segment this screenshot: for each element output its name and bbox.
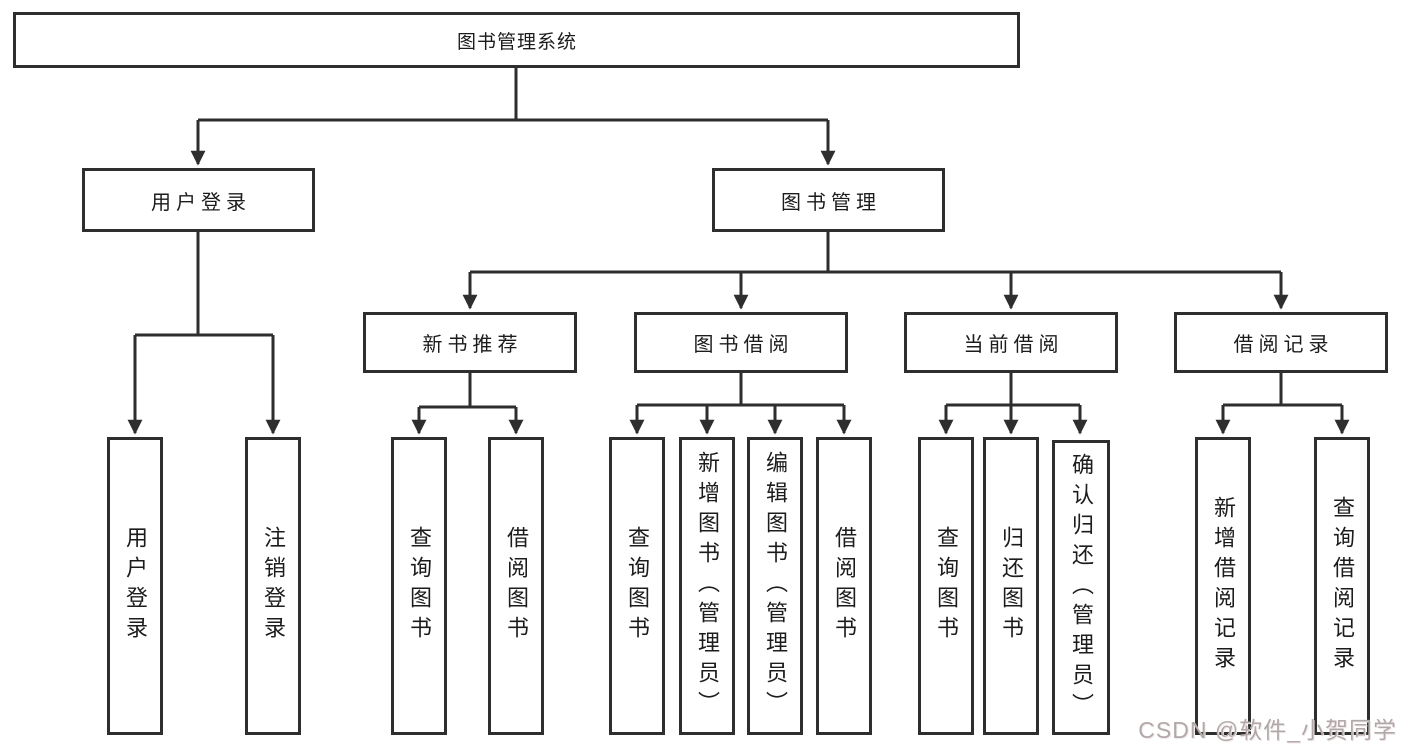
leaf-add-borrow-record: 新增借阅记录 <box>1195 437 1251 735</box>
node-borrowing-records: 借阅记录 <box>1174 312 1388 373</box>
connector-book-management-branch <box>462 232 1289 310</box>
leaf-query-books-current: 查询图书 <box>918 437 974 735</box>
leaf-borrow-books: 借阅图书 <box>816 437 872 735</box>
leaf-user-login: 用户登录 <box>107 437 163 735</box>
node-book-management: 图书管理 <box>712 168 945 232</box>
connector-book-borrow-branch <box>629 373 852 435</box>
leaf-confirm-return-admin: 确认归还（管理员） <box>1052 440 1110 735</box>
leaf-query-borrow-record: 查询借阅记录 <box>1314 437 1370 735</box>
leaf-edit-books-admin: 编辑图书（管理员） <box>747 437 803 735</box>
leaf-query-books-recommend: 查询图书 <box>391 437 447 735</box>
node-book-borrowing: 图书借阅 <box>634 312 848 373</box>
connector-user-login-branch <box>127 232 281 435</box>
leaf-add-books-admin: 新增图书（管理员） <box>679 437 735 735</box>
csdn-watermark: CSDN @软件_小贺同学 <box>1138 717 1397 743</box>
connector-current-borrow-branch <box>938 373 1088 435</box>
leaf-query-books-borrow: 查询图书 <box>609 437 665 735</box>
connector-new-book-branch <box>411 373 524 435</box>
leaf-return-books: 归还图书 <box>983 437 1039 735</box>
connector-borrow-records-branch <box>1215 373 1350 435</box>
leaf-borrow-books-recommend: 借阅图书 <box>488 437 544 735</box>
node-current-borrowing: 当前借阅 <box>904 312 1118 373</box>
node-library-management-system: 图书管理系统 <box>13 12 1020 68</box>
connector-root-to-level2 <box>190 68 836 166</box>
leaf-logout: 注销登录 <box>245 437 301 735</box>
node-user-login: 用户登录 <box>82 168 315 232</box>
node-new-book-recommendation: 新书推荐 <box>363 312 577 373</box>
